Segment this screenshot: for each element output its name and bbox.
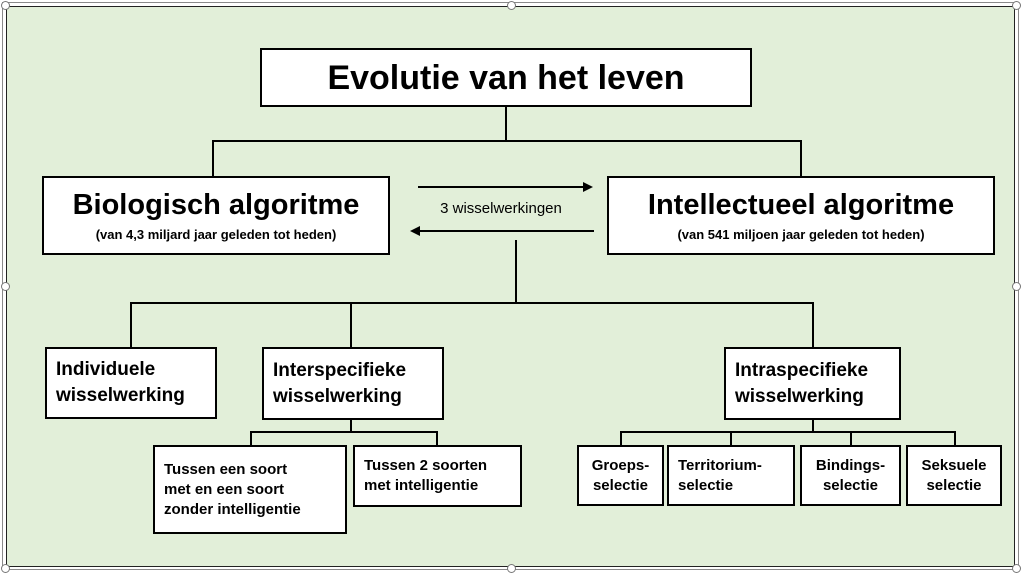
intraspecific-interaction-box: Intraspecifieke wisselwerking: [724, 347, 901, 420]
resize-handle-top-center[interactable]: [507, 1, 516, 10]
connector-to-inter-child-1: [250, 431, 252, 445]
intra-child-4-line-2: selectie: [926, 476, 982, 494]
individual-interaction-box: Individuele wisselwerking: [45, 347, 217, 419]
resize-handle-bottom-left[interactable]: [1, 564, 10, 573]
connector-interspecific-horizontal: [250, 431, 438, 433]
connector-to-intra-child-1: [620, 431, 622, 445]
connector-top-horizontal: [212, 140, 802, 142]
inter-child-1-line-1: Tussen een soort: [164, 460, 288, 478]
intra-child-box-2: Territorium- selectie: [667, 445, 795, 506]
resize-handle-top-left[interactable]: [1, 1, 10, 10]
intra-child-1-line-2: selectie: [592, 476, 649, 494]
intraspecific-line-2: wisselwerking: [735, 385, 864, 407]
interspecific-interaction-box: Interspecifieke wisselwerking: [262, 347, 444, 420]
intra-child-4-line-1: Seksuele: [921, 456, 987, 474]
resize-handle-bottom-right[interactable]: [1012, 564, 1021, 573]
intra-child-3-line-1: Bindings-: [815, 456, 886, 474]
connector-to-intra-child-3: [850, 431, 852, 445]
individual-line-1: Individuele: [56, 359, 156, 380]
intra-child-box-4: Seksuele selectie: [906, 445, 1002, 506]
connector-to-intellectual: [800, 140, 802, 176]
connector-to-individual: [130, 302, 132, 348]
resize-handle-middle-right[interactable]: [1012, 282, 1021, 291]
connector-to-intra-child-4: [954, 431, 956, 445]
biological-algorithm-subtitle: (van 4,3 miljard jaar geleden tot heden): [95, 226, 337, 242]
title-box: Evolutie van het leven: [260, 48, 752, 107]
inter-child-box-2: Tussen 2 soorten met intelligentie: [353, 445, 522, 507]
connector-center-down: [515, 240, 517, 303]
connector-title-down: [505, 106, 507, 141]
inter-child-2-line-1: Tussen 2 soorten: [364, 457, 488, 474]
intra-child-box-3: Bindings- selectie: [800, 445, 901, 506]
intellectual-algorithm-subtitle: (van 541 miljoen jaar geleden tot heden): [677, 226, 925, 242]
individual-line-2: wisselwerking: [56, 385, 185, 406]
resize-handle-middle-left[interactable]: [1, 282, 10, 291]
connector-to-interspecific: [350, 302, 352, 348]
connector-mid-horizontal: [130, 302, 814, 304]
intra-child-1-line-1: Groeps-: [591, 456, 650, 474]
connector-interspecific-down: [350, 420, 352, 433]
intra-child-box-1: Groeps- selectie: [577, 445, 664, 506]
inter-child-1-line-2: met en een soort: [164, 480, 285, 498]
inter-child-box-1: Tussen een soort met en een soort zonder…: [153, 445, 347, 534]
interspecific-line-1: Interspecifieke: [273, 359, 407, 381]
page-title: Evolutie van het leven: [327, 58, 685, 97]
resize-handle-top-right[interactable]: [1012, 1, 1021, 10]
biological-algorithm-box: Biologisch algoritme (van 4,3 miljard ja…: [42, 176, 390, 255]
connector-to-intraspecific: [812, 302, 814, 348]
resize-handle-bottom-center[interactable]: [507, 564, 516, 573]
biological-algorithm-title: Biologisch algoritme: [72, 188, 360, 221]
intellectual-algorithm-title: Intellectueel algoritme: [647, 188, 955, 221]
connector-intraspecific-down: [812, 420, 814, 433]
intra-child-3-line-2: selectie: [822, 476, 879, 494]
connector-intraspecific-horizontal: [620, 431, 956, 433]
inter-child-2-line-2: met intelligentie: [364, 477, 479, 494]
connector-to-biological: [212, 140, 214, 176]
intellectual-algorithm-box: Intellectueel algoritme (van 541 miljoen…: [607, 176, 995, 255]
connector-to-inter-child-2: [436, 431, 438, 445]
intra-child-2-line-1: Territorium-: [678, 456, 762, 474]
intra-child-2-line-2: selectie: [678, 476, 734, 494]
connector-to-intra-child-2: [730, 431, 732, 445]
exchange-label: 3 wisselwerkingen: [440, 200, 562, 217]
interspecific-line-2: wisselwerking: [273, 385, 402, 407]
intraspecific-line-1: Intraspecifieke: [735, 359, 869, 381]
inter-child-1-line-3: zonder intelligentie: [164, 500, 301, 518]
